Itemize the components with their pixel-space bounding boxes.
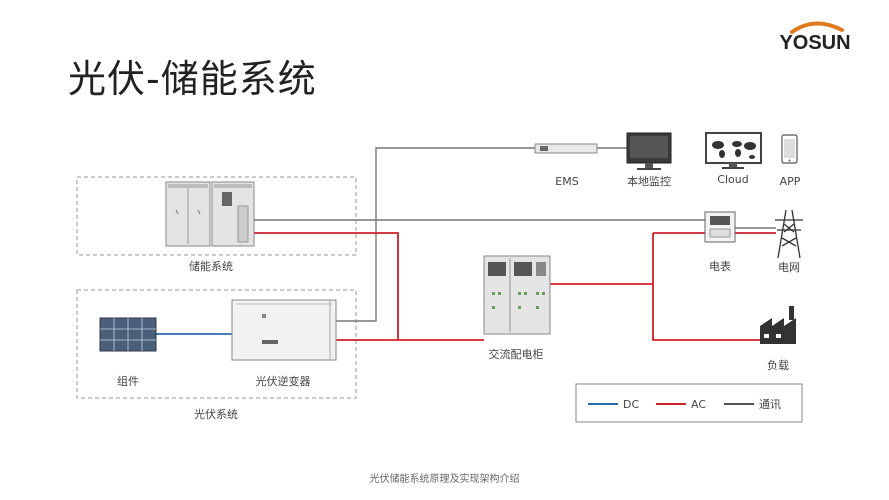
ems-label: EMS	[555, 175, 578, 188]
cloud-label: Cloud	[717, 173, 748, 186]
footer-caption: 光伏储能系统原理及实现架构介绍	[369, 474, 520, 485]
load-label: 负载	[767, 358, 789, 372]
modules-label: 组件	[117, 374, 139, 388]
monitor-icon	[626, 132, 672, 170]
comm-lines	[254, 147, 776, 322]
ems-device-icon	[534, 143, 598, 154]
battery-cabinet-icon	[165, 181, 255, 247]
legend-label-ac: AC	[691, 398, 706, 411]
legend-item-dc: DC	[588, 398, 639, 411]
ac-lines	[254, 232, 776, 341]
cloud-map-icon	[705, 132, 762, 169]
pv-system-label: 光伏系统	[194, 407, 238, 421]
legend-label-comm: 通讯	[759, 398, 781, 411]
storage-system-label: 储能系统	[189, 259, 233, 273]
inverter-icon	[231, 299, 337, 361]
local-monitor-label: 本地监控	[627, 174, 671, 188]
meter-icon	[704, 211, 736, 243]
ac-cabinet-label: 交流配电柜	[489, 347, 544, 361]
yosun-logo: YOSUN	[779, 21, 851, 54]
svg-text:YOSUN: YOSUN	[779, 32, 850, 54]
legend-item-comm: 通讯	[724, 398, 781, 411]
phone-icon	[781, 134, 798, 164]
grid-tower-icon	[775, 209, 803, 259]
solar-panel-icon	[99, 317, 157, 352]
legend: DC AC 通讯	[575, 383, 803, 423]
pv-system-box	[76, 289, 357, 399]
legend-label-dc: DC	[623, 398, 639, 411]
legend-item-ac: AC	[656, 398, 706, 411]
pv-inverter-label: 光伏逆变器	[256, 374, 311, 388]
meter-label: 电表	[709, 259, 731, 273]
grid-label: 电网	[778, 261, 800, 274]
storage-system-box	[76, 176, 357, 256]
factory-icon	[760, 306, 796, 344]
ac-cabinet-icon	[483, 255, 551, 335]
app-label: APP	[780, 175, 801, 188]
slide-title: 光伏-储能系统	[68, 57, 317, 101]
